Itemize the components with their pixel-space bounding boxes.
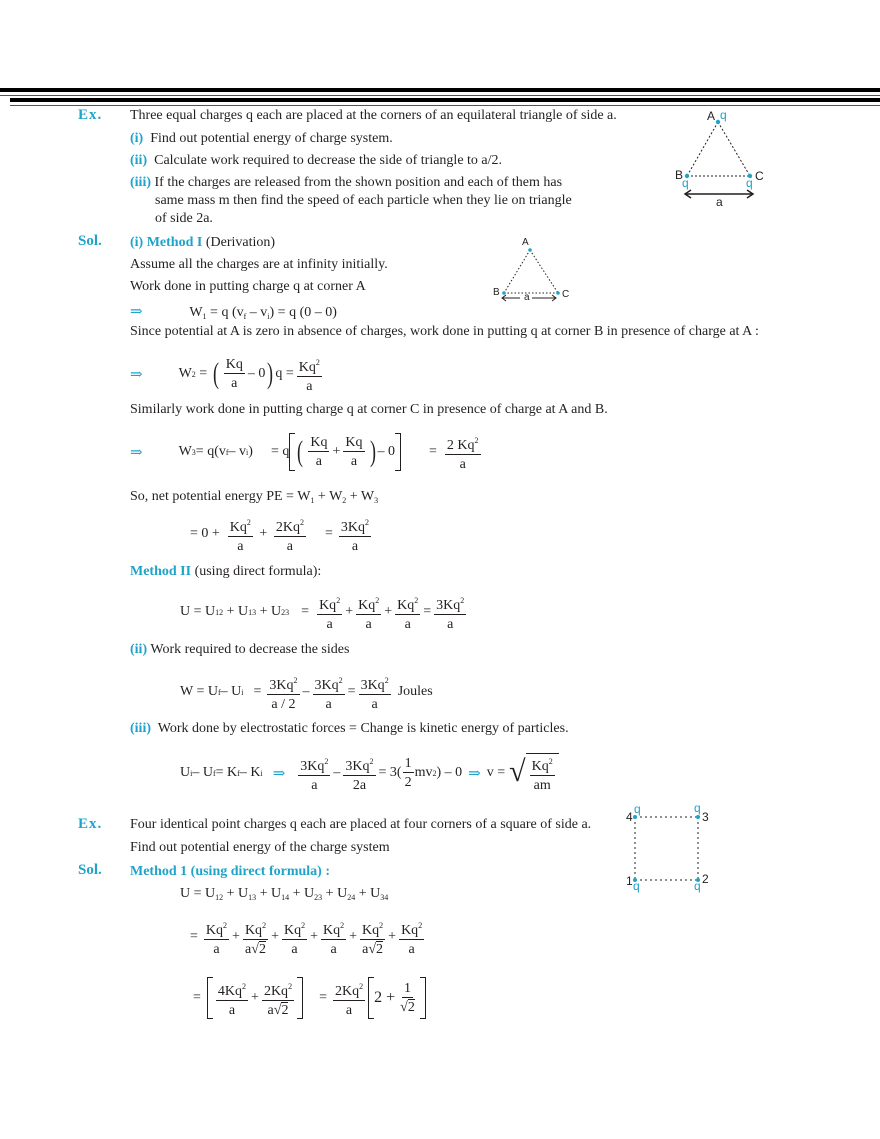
example-label: Ex. bbox=[78, 816, 103, 832]
solution-label: Sol. bbox=[78, 862, 102, 878]
implies-arrow-icon: ⇒ bbox=[468, 765, 481, 782]
implies-arrow-icon: ⇒ bbox=[130, 444, 143, 461]
method-subtitle: (Derivation) bbox=[205, 235, 276, 250]
charge-label: q bbox=[746, 176, 753, 190]
method-ii-heading: Method II (using direct formula): bbox=[130, 564, 322, 579]
vertex-label-b: B bbox=[493, 287, 500, 298]
corner-label-2: 2 bbox=[702, 872, 709, 886]
implies-arrow-icon: ⇒ bbox=[272, 765, 286, 782]
part-text: Find out potential energy of charge syst… bbox=[150, 131, 393, 146]
question-part-iii: (iii) If the charges are released from t… bbox=[130, 175, 562, 191]
header-rule-thin-2 bbox=[10, 105, 880, 106]
vertex-label-a: A bbox=[522, 237, 529, 248]
example-statement: Three equal charges q each are placed at… bbox=[130, 108, 617, 123]
side-label: a bbox=[524, 292, 530, 303]
text-line: Work done in putting charge q at corner … bbox=[130, 279, 366, 294]
part-number: (iii) bbox=[130, 175, 151, 190]
method-heading: Method 1 (using direct formula) : bbox=[130, 864, 330, 879]
w1-equation: ⇒ W1 = q (vf – vi) = q (0 – 0) bbox=[130, 304, 337, 321]
solution-label: Sol. bbox=[78, 233, 102, 249]
method-heading: (i) Method I (Derivation) bbox=[130, 235, 275, 251]
part-number: (ii) bbox=[130, 153, 148, 168]
vertex-label-b: B bbox=[675, 168, 684, 182]
text-line: Assume all the charges are at infinity i… bbox=[130, 257, 388, 272]
text-line: Similarly work done in putting charge q … bbox=[130, 402, 608, 417]
charge-label: q bbox=[720, 108, 727, 122]
corner-label-3: 3 bbox=[702, 810, 709, 824]
equilateral-triangle-figure bbox=[683, 119, 755, 199]
charge-label: q bbox=[633, 879, 640, 893]
u-sum-equation: U = U12 + U13 + U14 + U23 + U24 + U34 bbox=[180, 886, 389, 902]
vertex-label-c: C bbox=[755, 169, 764, 183]
implies-arrow-icon: ⇒ bbox=[130, 366, 143, 383]
side-label: a bbox=[716, 195, 723, 209]
charge-label: q bbox=[682, 176, 689, 190]
part-text-line: of side 2a. bbox=[155, 211, 213, 226]
vertex-label-c: C bbox=[562, 289, 570, 300]
header-rule-thick-2 bbox=[10, 98, 880, 102]
corner-label-1: 1 bbox=[626, 874, 633, 888]
net-pe-line: So, net potential energy PE = W1 + W2 + … bbox=[130, 489, 379, 505]
square-charges-figure bbox=[633, 815, 700, 882]
method-part-number: (i) bbox=[130, 235, 144, 250]
header-rule-thin-1 bbox=[0, 95, 880, 96]
example-statement: Four identical point charges q each are … bbox=[130, 817, 592, 832]
example-statement: Find out potential energy of the charge … bbox=[130, 840, 390, 855]
triangle-small-figure bbox=[501, 248, 560, 302]
method-title: Method I bbox=[146, 235, 203, 250]
text-line: Since potential at A is zero in absence … bbox=[130, 324, 759, 339]
corner-label-4: 4 bbox=[626, 810, 633, 824]
question-part-i: (i) Find out potential energy of charge … bbox=[130, 131, 393, 147]
charge-label: q bbox=[694, 801, 701, 815]
part-text: Calculate work required to decrease the … bbox=[154, 153, 503, 168]
part-ii-heading: (ii) Work required to decrease the sides bbox=[130, 642, 350, 657]
part-iii-heading: (iii) Work done by electrostatic forces … bbox=[130, 721, 569, 736]
question-part-ii: (ii) Calculate work required to decrease… bbox=[130, 153, 502, 169]
vertex-label-a: A bbox=[707, 109, 716, 123]
implies-arrow-icon: ⇒ bbox=[130, 304, 143, 320]
part-number: (i) bbox=[130, 131, 144, 146]
charge-label: q bbox=[694, 879, 701, 893]
example-label: Ex. bbox=[78, 107, 103, 123]
charge-label: q bbox=[634, 802, 641, 816]
part-text-line: If the charges are released from the sho… bbox=[154, 175, 563, 190]
header-rule-thick-1 bbox=[0, 88, 880, 92]
part-text-line: same mass m then find the speed of each … bbox=[155, 193, 572, 208]
